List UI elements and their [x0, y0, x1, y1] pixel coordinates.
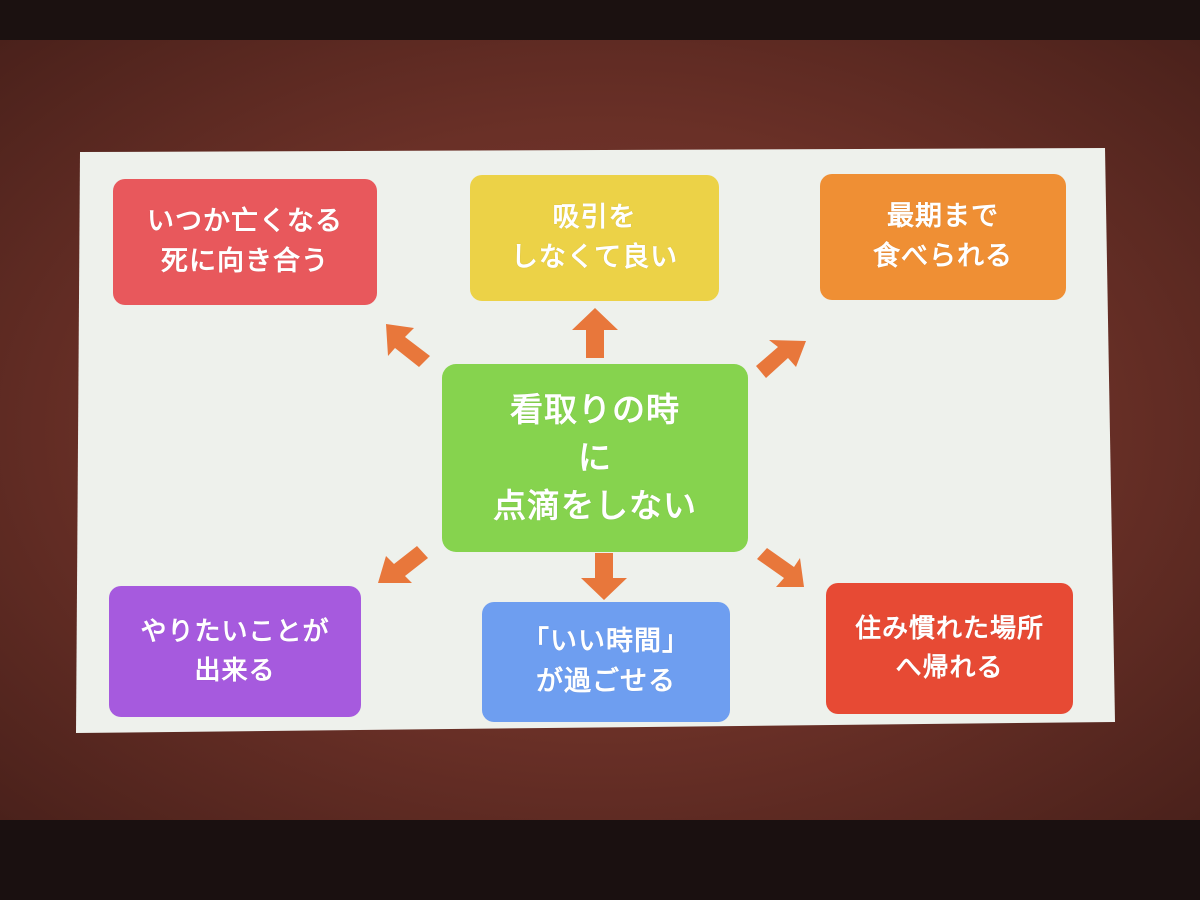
top-middle-label: 吸引を しなくて良い: [470, 175, 719, 301]
box-center: [442, 364, 748, 552]
arrow-down-icon: [581, 553, 627, 600]
bottom-right-line-1: 住み慣れた場所: [854, 613, 1044, 644]
ceiling-shadow: [0, 0, 1200, 40]
top-left-label: いつか亡くなる 死に向き合う: [113, 179, 377, 305]
bottom-right-line-2: へ帰れる: [895, 652, 1004, 683]
bottom-left-line-1: やりたいことが: [140, 616, 330, 647]
box-top-right: [820, 174, 1066, 300]
arrow-down-right-icon: [757, 548, 804, 587]
bottom-left-label: やりたいことが 出来る: [109, 586, 361, 717]
bottom-middle-label: 「いい時間」 が過ごせる: [482, 602, 730, 722]
bottom-middle-line-1: 「いい時間」: [522, 625, 690, 657]
center-label: 看取りの時 に 点滴をしない: [442, 364, 748, 552]
bottom-middle-line-2: が過ごせる: [536, 666, 676, 697]
bottom-left-line-2: 出来る: [194, 655, 276, 686]
bottom-right-label: 住み慣れた場所 へ帰れる: [826, 583, 1073, 714]
floor-shadow: [0, 820, 1200, 900]
center-line-1: 看取りの時: [510, 390, 680, 430]
top-middle-line-1: 吸引を: [552, 201, 637, 233]
box-bottom-left: [109, 586, 361, 717]
box-top-left: [113, 179, 377, 305]
arrow-down-left-icon: [378, 546, 428, 583]
top-right-line-2: 食べられる: [873, 241, 1013, 272]
top-middle-line-2: しなくて良い: [510, 242, 679, 273]
box-bottom-right: [826, 583, 1073, 714]
arrow-up-right-icon: [756, 340, 806, 378]
top-right-line-1: 最期まで: [887, 200, 999, 232]
arrow-up-icon: [572, 308, 618, 358]
box-bottom-middle: [482, 602, 730, 722]
center-line-3: 点滴をしない: [493, 485, 697, 525]
box-top-middle: [470, 175, 719, 301]
arrow-up-left-icon: [386, 324, 430, 367]
top-left-line-1: いつか亡くなる: [147, 205, 343, 237]
center-line-2: に: [578, 438, 612, 478]
top-right-label: 最期まで 食べられる: [820, 174, 1066, 300]
top-left-line-2: 死に向き合う: [161, 246, 329, 277]
